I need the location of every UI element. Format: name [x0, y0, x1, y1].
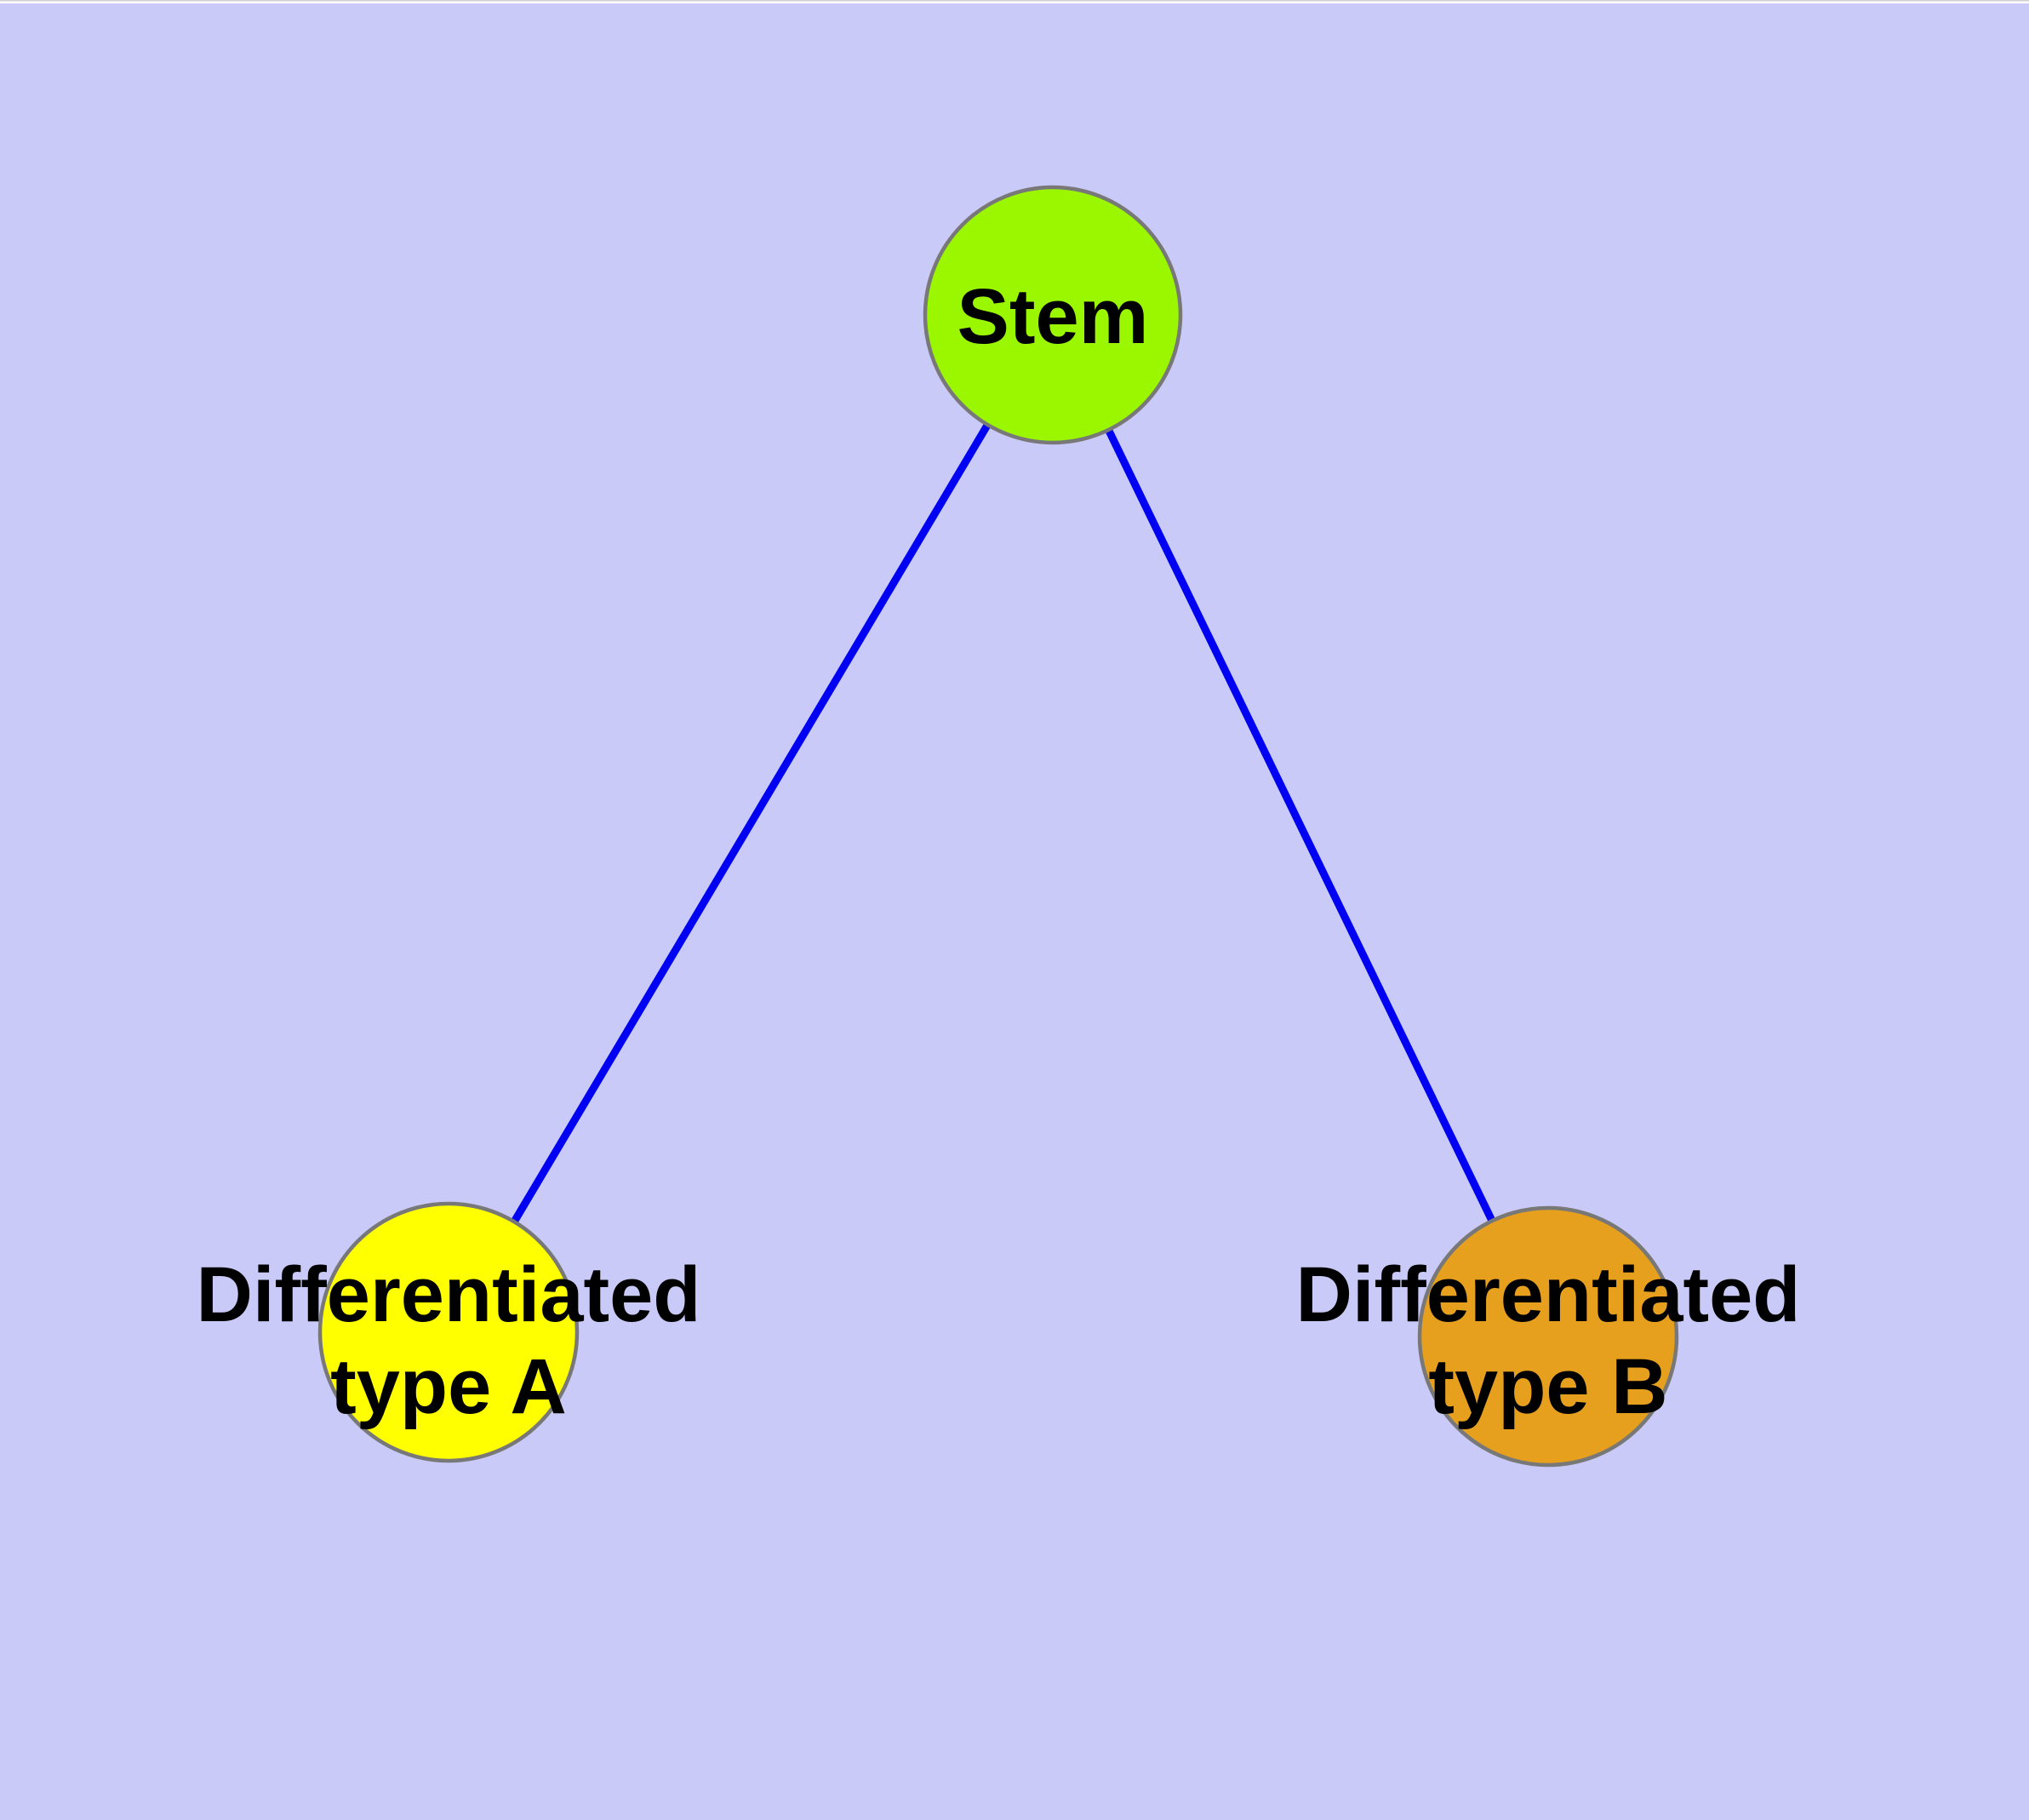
node-label-type-b-line1: Differentiated	[1296, 1251, 1801, 1338]
node-label-stem: Stem	[957, 273, 1149, 360]
node-differentiated-type-b	[1417, 1205, 1679, 1468]
node-stem	[923, 185, 1183, 445]
edge-stem-to-type-b	[1049, 313, 1552, 1338]
node-label-type-b-line2: type B	[1428, 1343, 1667, 1430]
edge-stem-to-type-a	[445, 312, 1056, 1335]
node-label-type-a-line2: type A	[330, 1343, 567, 1430]
node-label-type-a-line1: Differentiated	[197, 1251, 701, 1338]
top-hairline	[0, 0, 2029, 2]
node-differentiated-type-a	[317, 1201, 580, 1463]
